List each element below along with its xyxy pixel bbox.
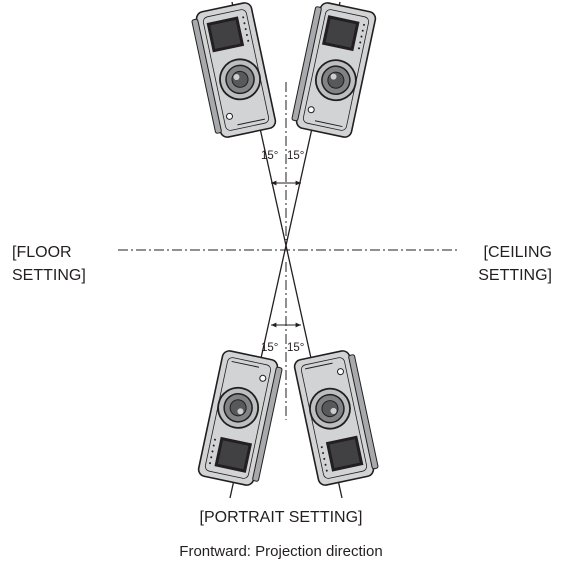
angle-label-bottom-right: 15° — [287, 342, 304, 354]
floor-setting-line-1: [FLOOR — [12, 244, 72, 261]
floor-setting-label: [FLOOR SETTING] — [12, 241, 86, 287]
projector-bottom-right — [292, 347, 381, 488]
projector-top-left — [189, 0, 278, 141]
portrait-setting-label: [PORTRAIT SETTING] — [199, 509, 363, 526]
angle-label-bottom-left: 15° — [261, 342, 278, 354]
floor-setting-line-2: SETTING] — [12, 267, 86, 284]
ceiling-setting-line-2: SETTING] — [478, 267, 552, 284]
projection-direction-caption: Frontward: Projection direction — [179, 543, 383, 560]
projector-top-right — [289, 0, 378, 140]
ceiling-setting-line-1: [CEILING — [483, 244, 552, 261]
angle-label-top-left: 15° — [261, 150, 278, 162]
projector-bottom-left — [196, 348, 285, 489]
angle-label-top-right: 15° — [287, 150, 304, 162]
ceiling-setting-label: [CEILING SETTING] — [478, 241, 552, 287]
